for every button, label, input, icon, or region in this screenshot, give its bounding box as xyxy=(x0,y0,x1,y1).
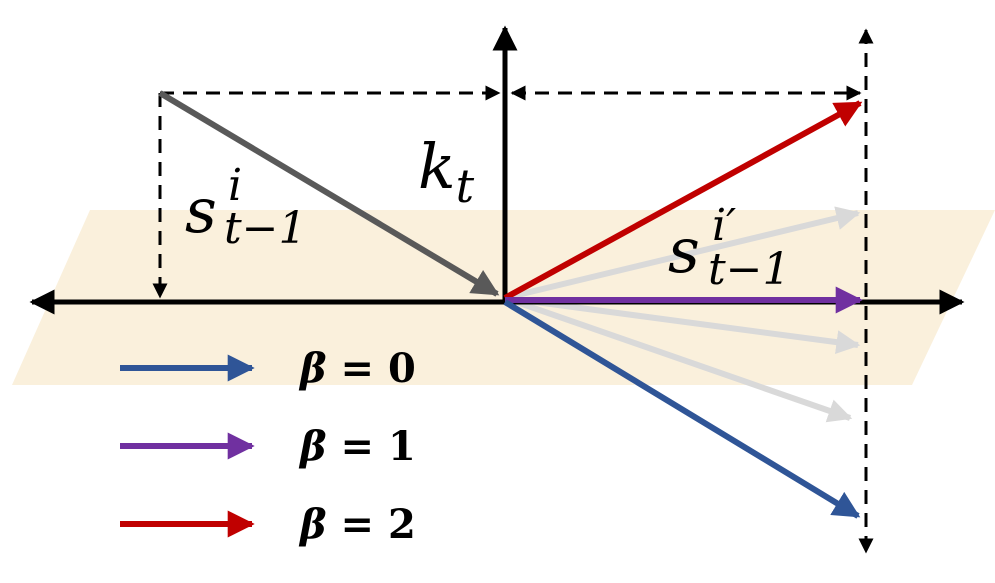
label-s-proj-base: s xyxy=(668,214,700,287)
label-s-prev-sub: t−1 xyxy=(224,203,307,254)
legend-label-beta-0: β = 0 xyxy=(298,345,416,392)
faint-vector-3 xyxy=(504,295,853,423)
label-k-base: k xyxy=(418,130,456,203)
legend-label-beta-2: β = 2 xyxy=(298,501,416,548)
legend-op-1: = xyxy=(327,423,388,470)
legend-item-beta-1: β = 1 xyxy=(120,423,416,470)
legend: β = 0 β = 1 β = 2 xyxy=(120,345,416,548)
label-k-t: kt xyxy=(418,130,475,213)
legend-op-0: = xyxy=(327,345,388,392)
blue-vector-beta-0 xyxy=(503,299,861,519)
label-k-sub: t xyxy=(456,159,475,213)
legend-value-0: 0 xyxy=(388,345,416,392)
legend-value-1: 1 xyxy=(388,423,416,470)
faint-vector-1 xyxy=(504,206,861,301)
gray-vector-s-prev xyxy=(158,90,500,297)
label-s-prev-base: s xyxy=(185,174,217,247)
legend-symbol-0: β xyxy=(298,345,327,392)
legend-label-beta-1: β = 1 xyxy=(298,423,416,470)
label-s-prev-sup: i xyxy=(228,160,242,211)
legend-op-2: = xyxy=(327,501,388,548)
label-s-proj-sup: i′ xyxy=(712,200,736,251)
red-vector-beta-2 xyxy=(503,100,863,301)
label-s-proj-sub: t−1 xyxy=(708,244,791,295)
legend-value-2: 2 xyxy=(388,501,416,548)
legend-item-beta-2: β = 2 xyxy=(120,501,416,548)
legend-symbol-1: β xyxy=(298,423,327,470)
legend-item-beta-0: β = 0 xyxy=(120,345,416,392)
legend-symbol-2: β xyxy=(298,501,327,548)
